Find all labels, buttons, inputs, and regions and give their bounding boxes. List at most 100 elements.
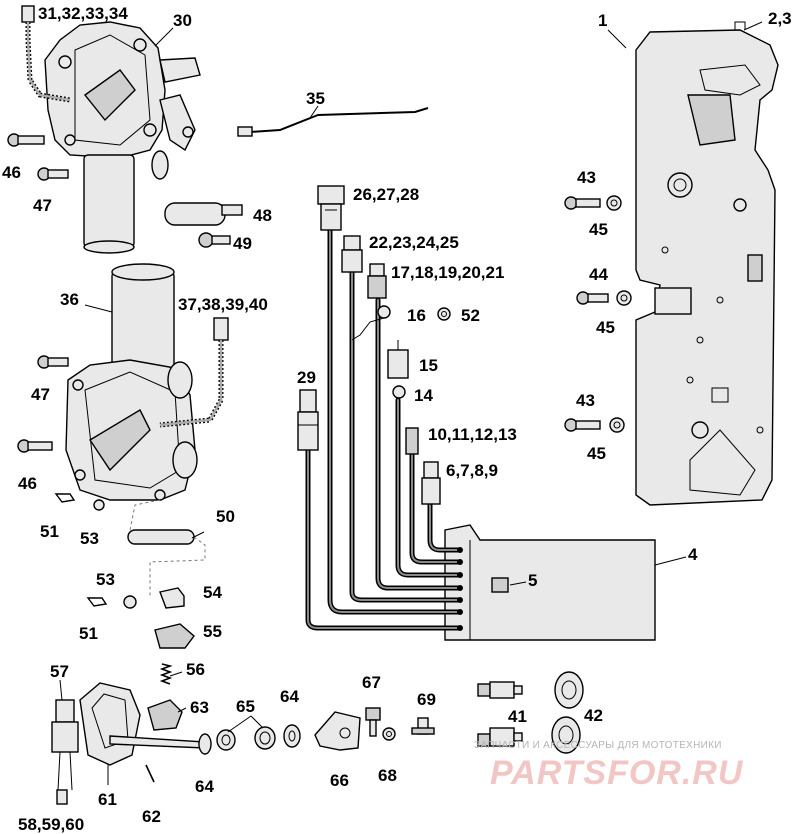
wire-31 [21, 5, 71, 103]
callout-65: 65 [236, 697, 255, 716]
connector-10 [405, 427, 419, 455]
callout-2-3: 2,3 [768, 9, 792, 28]
callout-16: 16 [407, 306, 426, 325]
bushing-65a [216, 729, 236, 751]
part-69 [411, 717, 435, 735]
linkage-50 [127, 499, 206, 598]
callout-37-40: 37,38,39,40 [178, 295, 268, 314]
callout-51-lower: 51 [79, 624, 98, 643]
callout-41: 41 [508, 707, 527, 726]
part-48-clamp [164, 202, 243, 226]
bolt-44 [576, 290, 632, 306]
bolt-43-lower [564, 417, 625, 433]
callout-50: 50 [216, 507, 235, 526]
callout-6-9: 6,7,8,9 [446, 461, 498, 480]
part-30-actuator [44, 21, 201, 254]
callout-61: 61 [98, 790, 117, 809]
callout-54: 54 [203, 583, 222, 602]
wire-37 [159, 317, 229, 428]
callout-49: 49 [233, 234, 252, 253]
callout-45-upper: 45 [589, 220, 608, 239]
callout-46-lower: 46 [18, 474, 37, 493]
callout-30: 30 [173, 11, 192, 30]
terminal-14 [392, 385, 406, 399]
stud-41-upper [477, 681, 523, 699]
part-4-control-box [444, 524, 656, 641]
bolt-47-upper [37, 167, 69, 181]
callout-4: 4 [688, 545, 698, 564]
callout-58-60: 58,59,60 [18, 815, 84, 834]
callout-47-upper: 47 [33, 196, 52, 215]
connector-6 [421, 461, 441, 505]
washer-64-left [198, 733, 212, 755]
callouts: 1 2,3 4 5 6,7,8,9 10,11,12,13 14 15 16 1… [2, 4, 792, 834]
washer-64-right [283, 724, 301, 748]
callout-63: 63 [190, 698, 209, 717]
callout-46-upper: 46 [2, 163, 21, 182]
callout-62: 62 [142, 807, 161, 826]
callout-45-middle: 45 [596, 318, 615, 337]
bushing-65b [254, 726, 276, 750]
callout-53-upper: 53 [80, 529, 99, 548]
stud-41-lower [477, 727, 523, 747]
callout-29: 29 [297, 368, 316, 387]
callout-64-upper: 64 [280, 687, 299, 706]
bolt-67 [365, 707, 381, 737]
washer-53-upper [93, 499, 105, 511]
callout-66: 66 [330, 771, 349, 790]
pin-62 [145, 764, 155, 783]
clip-51-lower [86, 597, 108, 607]
callout-53-lower: 53 [96, 570, 115, 589]
bracket-66 [314, 711, 361, 751]
callout-48: 48 [253, 206, 272, 225]
part-63 [147, 699, 183, 731]
callout-10-13: 10,11,12,13 [428, 425, 517, 444]
callout-51-upper: 51 [40, 522, 59, 541]
bolt-49 [198, 232, 231, 248]
bolt-46-lower [17, 439, 53, 453]
leader-lines [59, 21, 763, 785]
part-1-bracket [635, 21, 779, 506]
washer-53-lower [123, 595, 137, 609]
washer-52 [437, 307, 451, 321]
callout-43-lower: 43 [576, 391, 595, 410]
callout-35: 35 [306, 89, 325, 108]
callout-47-lower: 47 [31, 385, 50, 404]
fuse-holder-15 [387, 340, 409, 379]
terminal-16 [351, 305, 391, 341]
grommet-42-lower [551, 716, 581, 754]
washer-68 [382, 727, 396, 741]
callout-56: 56 [186, 660, 205, 679]
part-35-rod [237, 107, 429, 137]
callout-69: 69 [417, 690, 436, 709]
callout-36: 36 [60, 290, 79, 309]
callout-45-lower: 45 [587, 444, 606, 463]
callout-68: 68 [378, 766, 397, 785]
watermark-caption: ЗАПЧАСТИ И АКСЕССУАРЫ ДЛЯ МОТОТЕХНИКИ [474, 740, 722, 751]
watermark-brand: PARTSFOR.RU [490, 754, 744, 792]
plate-61 [79, 682, 141, 766]
callout-14: 14 [414, 386, 433, 405]
callout-43-upper: 43 [577, 168, 596, 187]
connector-26 [317, 185, 345, 231]
callout-17-21: 17,18,19,20,21 [391, 263, 504, 282]
callout-64-lower: 64 [195, 777, 214, 796]
sender-57 [51, 699, 79, 805]
callout-55: 55 [203, 622, 222, 641]
callout-52: 52 [461, 306, 480, 325]
watermark: ЗАПЧАСТИ И АКСЕССУАРЫ ДЛЯ МОТОТЕХНИКИ PA… [474, 740, 744, 792]
bolt-46-upper [7, 133, 45, 147]
callout-31-34: 31,32,33,34 [38, 4, 128, 23]
callout-5: 5 [528, 571, 537, 590]
wire-harness [305, 227, 463, 631]
callout-15: 15 [419, 356, 438, 375]
connector-29 [297, 389, 319, 451]
connector-22 [341, 235, 363, 273]
callout-22-25: 22,23,24,25 [369, 233, 459, 252]
callout-67: 67 [362, 673, 381, 692]
connector-17 [367, 263, 387, 299]
bolt-47-lower [37, 355, 69, 369]
callout-1: 1 [598, 11, 607, 30]
callout-42: 42 [584, 706, 603, 725]
